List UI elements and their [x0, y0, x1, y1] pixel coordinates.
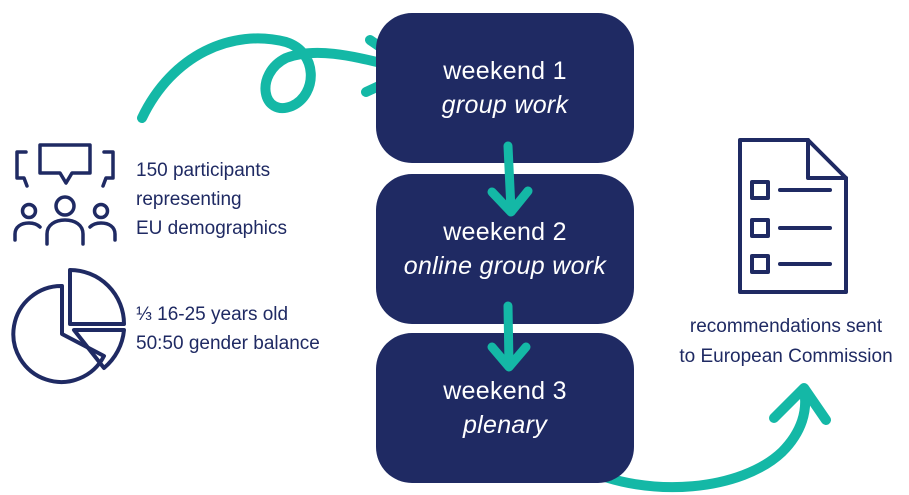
step-title: weekend 1 [443, 57, 567, 85]
down-arrow-step-2-to-3 [487, 301, 531, 372]
pie-chart-icon [11, 268, 126, 384]
step-subtitle: plenary [462, 411, 548, 439]
step-title: weekend 2 [443, 218, 567, 246]
outcome-description: recommendations sent to European Commiss… [656, 312, 909, 372]
step-title: weekend 3 [443, 377, 567, 405]
demographics-line: 50:50 gender balance [136, 333, 320, 354]
participants-description: 150 participants representing EU demogra… [136, 156, 346, 243]
down-arrow-step-1-to-2 [487, 141, 533, 217]
outcome-line: to European Commission [679, 346, 893, 367]
curved-arrow-into-step-1 [137, 33, 417, 123]
document-checklist-icon [738, 138, 848, 294]
participants-line: 150 participants [136, 160, 271, 181]
participants-line: representing [136, 189, 242, 210]
step-subtitle: group work [441, 91, 569, 119]
participants-line: EU demographics [136, 218, 288, 239]
step-box-weekend-1: weekend 1 group work [376, 13, 634, 163]
step-subtitle: online group work [403, 252, 607, 280]
demographics-line: ⅓ 16-25 years old [136, 304, 289, 325]
people-discussion-icon [13, 143, 117, 246]
outcome-line: recommendations sent [689, 316, 883, 337]
curved-arrow-to-outcome [577, 385, 811, 493]
demographics-description: ⅓ 16-25 years old 50:50 gender balance [136, 300, 376, 358]
curved-arrow-to-outcome-head [769, 383, 831, 425]
step-box-weekend-2: weekend 2 online group work [376, 174, 634, 324]
